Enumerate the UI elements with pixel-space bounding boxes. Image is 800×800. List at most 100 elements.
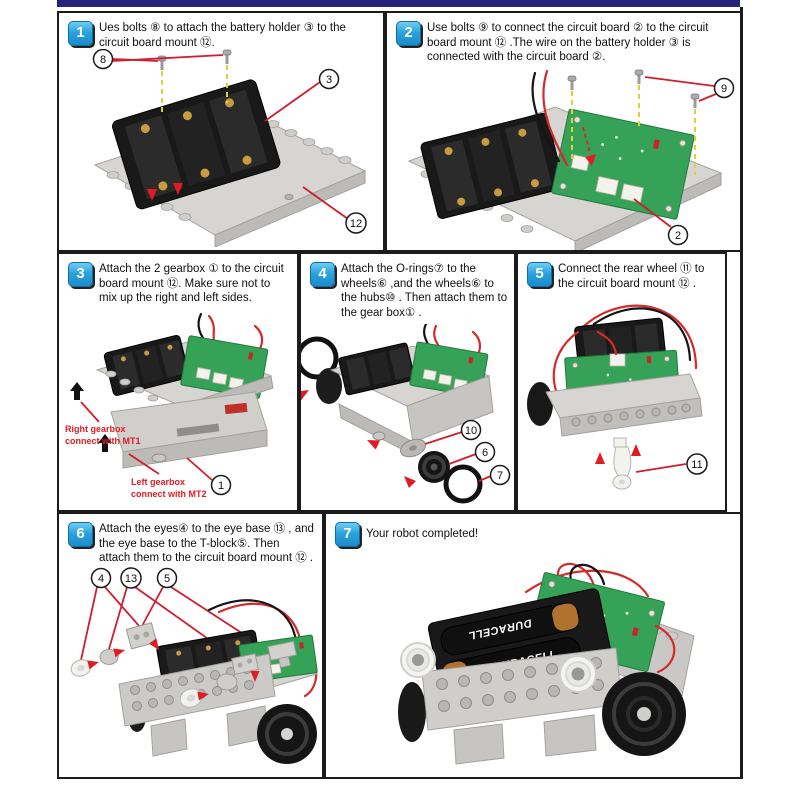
callout-12: 12	[345, 212, 367, 234]
bolt-icon	[567, 75, 577, 90]
step-figure-6: 4 13 5	[70, 567, 319, 764]
wheel-hub	[399, 438, 427, 458]
callout-1: 1	[210, 474, 232, 496]
step-panel-3: 3 Attach the 2 gearbox ① to the circuit …	[57, 252, 299, 512]
rear-caster-wheel	[612, 437, 632, 490]
step-figure-2: 9 2	[407, 69, 735, 250]
svg-text:3: 3	[326, 74, 332, 86]
bolt-icon	[634, 69, 644, 84]
up-arrow	[98, 434, 112, 452]
motor-switch	[224, 402, 248, 415]
red-wire	[542, 69, 569, 167]
black-wire	[531, 71, 561, 163]
svg-text:1: 1	[218, 480, 224, 492]
step-text-3: Attach the 2 gearbox ① to the circuit bo…	[99, 263, 284, 305]
t-block	[267, 640, 297, 669]
axle-stub	[372, 431, 386, 441]
step-badge-7: 7	[335, 522, 360, 547]
foot-block	[543, 714, 597, 757]
callout-5: 5	[156, 567, 178, 589]
top-navy-bar	[57, 0, 740, 7]
step-text-2: Use bolts ⑨ to connect the circuit board…	[427, 22, 709, 64]
svg-text:4: 4	[98, 573, 104, 585]
step-text-1: Ues bolts ⑧ to attach the battery holder…	[99, 22, 346, 49]
axle-stub	[151, 453, 167, 463]
step-panel-5: 5 Connect the rear wheel ⑪ to the circui…	[516, 252, 727, 512]
svg-text:6: 6	[482, 447, 488, 459]
circuit-board	[180, 335, 269, 399]
wheel	[257, 704, 317, 764]
insert-arrow	[147, 189, 157, 201]
step-text-6: Attach the eyes④ to the eye base ⑬ , and…	[99, 523, 314, 565]
foot-block	[453, 723, 505, 765]
gearbox	[110, 391, 268, 469]
callout-4: 4	[90, 567, 112, 589]
step-panel-6: 6 Attach the eyes④ to the eye base ⑬ , a…	[57, 512, 324, 779]
eye	[559, 655, 597, 693]
callout-6: 6	[474, 441, 496, 463]
o-ring	[443, 464, 483, 504]
callout-13: 13	[120, 567, 142, 589]
eye	[400, 642, 436, 678]
bolt-icon	[690, 93, 700, 108]
step-badge-5: 5	[527, 262, 552, 287]
callout-8: 8	[92, 49, 114, 70]
black-wire	[207, 599, 297, 638]
led-icon	[631, 627, 639, 637]
step-figure-3: 1	[70, 312, 274, 496]
svg-text:8: 8	[100, 54, 106, 66]
left-gearbox-label: Left gearbox connect with MT2	[131, 477, 207, 499]
battery-holder	[156, 629, 261, 683]
step-text-5: Connect the rear wheel ⑪ to the circuit …	[558, 263, 705, 290]
left-wheel	[316, 368, 342, 404]
step-badge-1: 1	[68, 21, 93, 46]
step-figure-7: DURACELL DURACELL	[398, 562, 695, 765]
led-icon	[652, 139, 660, 150]
step-panel-4: 4 Attach the O-rings⑦ to the wheels⑥ ,an…	[299, 252, 516, 512]
step-panel-7: 7 Your robot completed! DU	[324, 512, 742, 779]
step-figure-4: 10 6 7	[301, 324, 511, 504]
step-text-7: Your robot completed!	[366, 528, 479, 540]
svg-text:12: 12	[350, 218, 362, 230]
right-gearbox-label: Right gearbox connect with MT1	[65, 424, 141, 446]
wheel	[418, 451, 450, 483]
callout-3: 3	[318, 68, 340, 90]
foot-block	[150, 718, 188, 757]
black-wire	[592, 307, 692, 362]
svg-text:9: 9	[721, 83, 727, 95]
step-text-4: Attach the O-rings⑦ to the wheels⑥ ,and …	[341, 263, 508, 320]
svg-text:2: 2	[675, 230, 681, 242]
eye-base-plate	[231, 653, 259, 675]
callout-2: 2	[667, 224, 689, 246]
step-panel-1: 1 Ues bolts ⑧ to attach the battery hold…	[57, 11, 385, 252]
step-figure-1: 8 3 12	[92, 49, 367, 247]
left-wheel	[527, 382, 553, 426]
svg-text:13: 13	[125, 573, 137, 585]
eye-base-disc	[99, 649, 119, 665]
eye-base-disc	[216, 673, 238, 691]
battery-holder	[420, 112, 565, 219]
wheel	[602, 672, 686, 756]
wire-connector	[609, 353, 626, 367]
battery-holder	[338, 342, 415, 396]
eye-base-plate	[125, 622, 158, 650]
svg-text:5: 5	[164, 573, 170, 585]
o-ring	[301, 336, 339, 380]
step-badge-2: 2	[396, 21, 421, 46]
bolt-icon	[222, 49, 232, 64]
callout-10: 10	[460, 419, 482, 441]
step-badge-4: 4	[310, 262, 335, 287]
insert-arrow	[173, 183, 183, 195]
step-figure-5: 11	[527, 304, 708, 490]
eye	[179, 688, 203, 708]
callout-7: 7	[489, 464, 511, 486]
battery-holder	[112, 79, 281, 210]
step-panel-2: 2 Use bolts ⑨ to connect the circuit boa…	[385, 11, 742, 252]
svg-text:10: 10	[465, 425, 477, 437]
up-arrow	[70, 382, 84, 400]
left-wheel	[398, 682, 426, 742]
right-page-border	[740, 7, 743, 779]
svg-text:7: 7	[497, 470, 503, 482]
step-badge-6: 6	[68, 522, 93, 547]
